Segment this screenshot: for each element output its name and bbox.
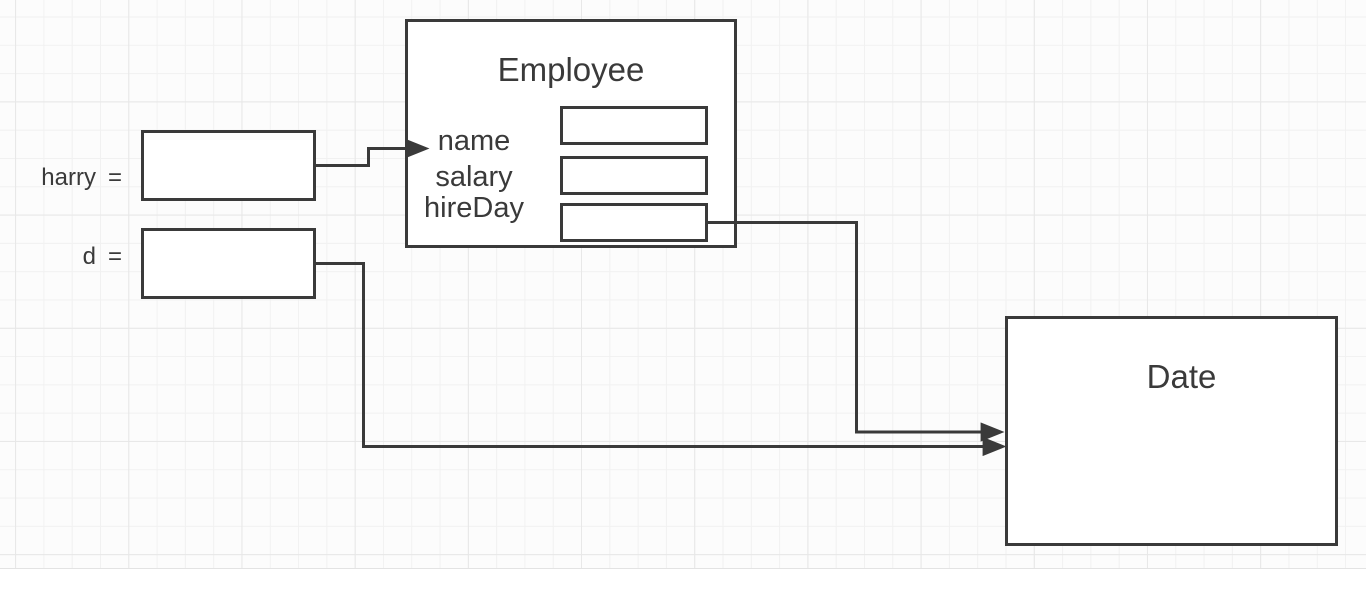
equals-sign-d: = — [107, 243, 122, 270]
field-slot-name[interactable] — [560, 106, 708, 145]
date-title: Date — [1146, 358, 1217, 395]
variable-name-d: d — [82, 243, 96, 270]
variable-label-harry: harry = — [0, 165, 122, 191]
employee-title: Employee — [497, 51, 645, 88]
field-slot-salary[interactable] — [560, 156, 708, 195]
field-label-salary: salary — [435, 161, 513, 193]
variable-label-d: d = — [0, 244, 122, 270]
field-label-hireday: hireDay — [424, 192, 524, 224]
date-object-box[interactable]: Date — [1005, 316, 1338, 546]
equals-sign-harry: = — [107, 164, 122, 191]
field-slot-hireday[interactable] — [560, 203, 708, 242]
variable-box-harry[interactable] — [141, 130, 316, 201]
connector-d-to-date[interactable] — [314, 262, 1007, 457]
field-label-name: name — [437, 125, 511, 157]
variable-name-harry: harry — [41, 164, 96, 191]
connector-hireday-to-date[interactable] — [706, 221, 1005, 442]
variable-box-d[interactable] — [141, 228, 316, 299]
connector-harry-to-employee[interactable] — [314, 138, 430, 167]
